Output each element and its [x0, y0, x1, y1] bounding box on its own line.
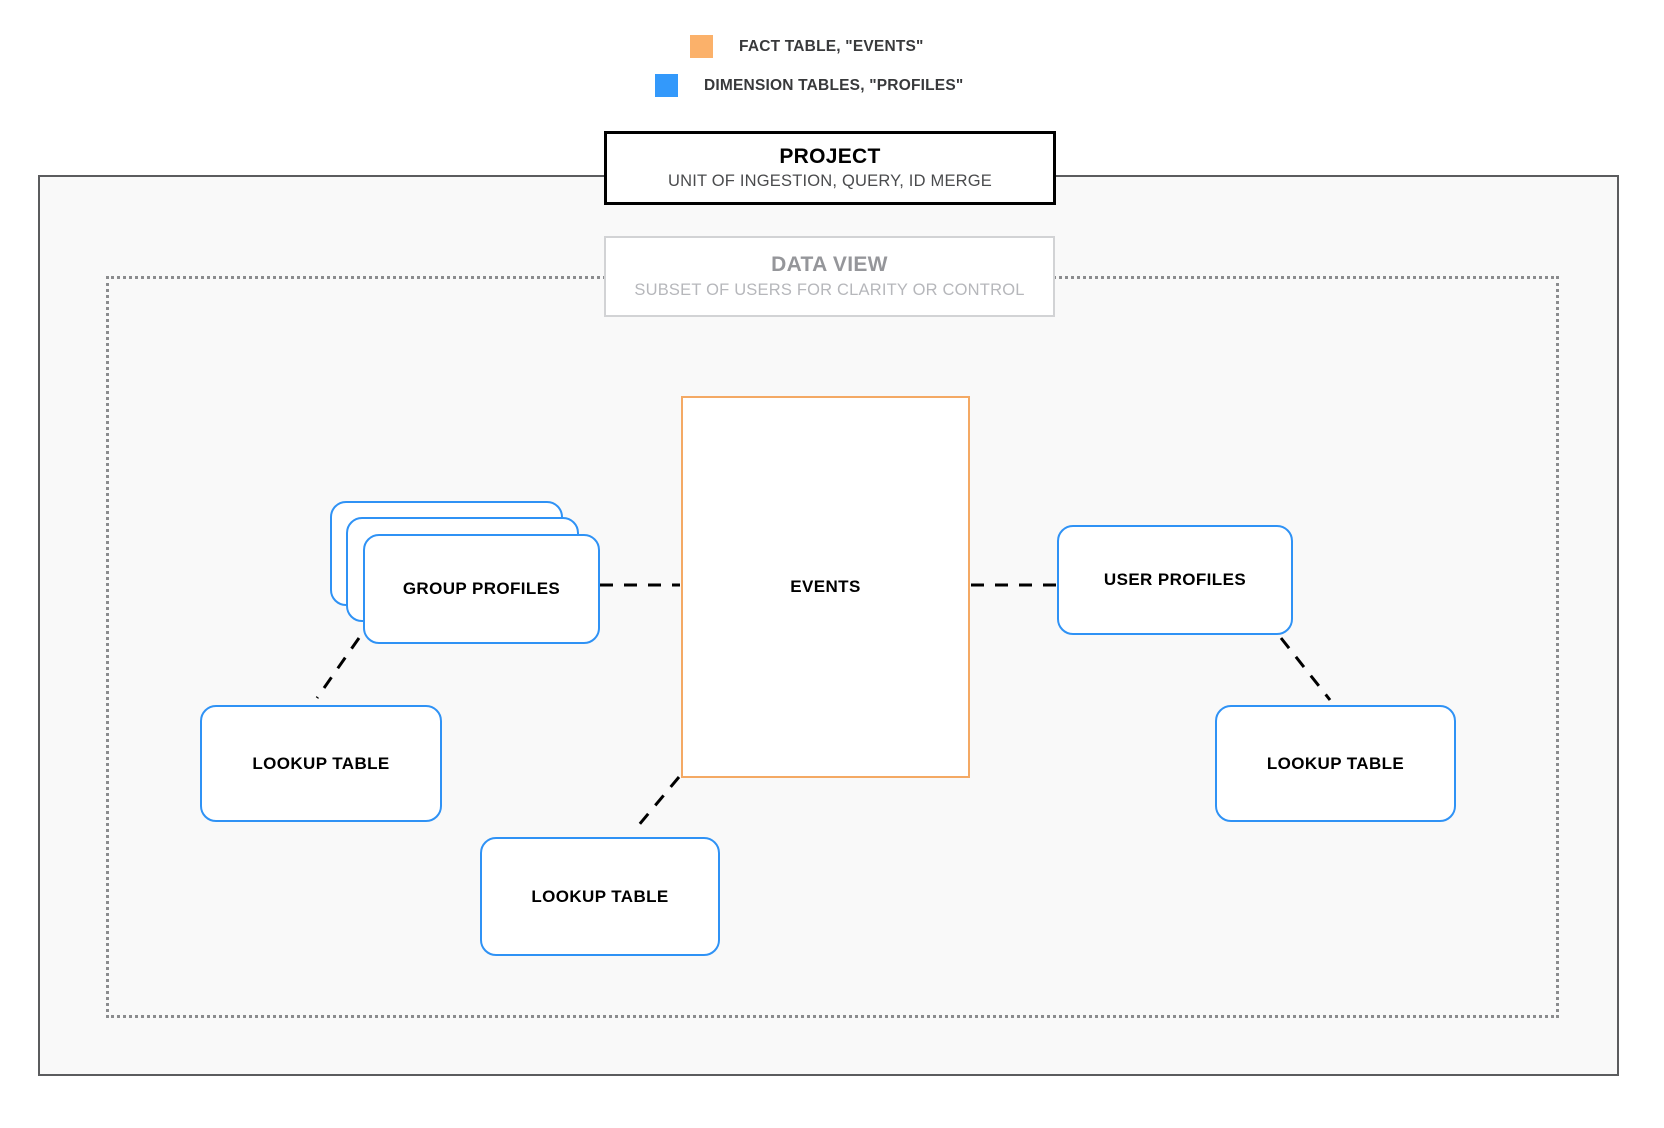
- legend-label-fact-table: FACT TABLE, "EVENTS": [739, 37, 924, 55]
- group-profiles-card[interactable]: GROUP PROFILES: [363, 534, 600, 644]
- data-view-label-box: DATA VIEW SUBSET OF USERS FOR CLARITY OR…: [604, 236, 1055, 317]
- legend-label-dimension-tables: DIMENSION TABLES, "PROFILES": [704, 76, 964, 94]
- events-label: EVENTS: [790, 577, 861, 596]
- user-profiles-card[interactable]: USER PROFILES: [1057, 525, 1293, 635]
- legend-item-dimension-tables: DIMENSION TABLES, "PROFILES": [655, 74, 963, 97]
- lookup-table-bottom-label: LOOKUP TABLE: [531, 886, 669, 906]
- lookup-table-right-card[interactable]: LOOKUP TABLE: [1215, 705, 1456, 822]
- lookup-table-left-card[interactable]: LOOKUP TABLE: [200, 705, 442, 822]
- legend-item-fact-table: FACT TABLE, "EVENTS": [690, 35, 924, 58]
- lookup-table-right-label: LOOKUP TABLE: [1266, 753, 1405, 773]
- dimension-tables-swatch-icon: [655, 74, 678, 97]
- data-view-title: DATA VIEW: [771, 253, 888, 276]
- fact-table-swatch-icon: [690, 35, 713, 58]
- lookup-table-bottom-card[interactable]: LOOKUP TABLE: [480, 837, 720, 956]
- project-label-box: PROJECT UNIT OF INGESTION, QUERY, ID MER…: [604, 131, 1056, 205]
- project-title: PROJECT: [779, 145, 881, 168]
- project-subtitle: UNIT OF INGESTION, QUERY, ID MERGE: [667, 172, 992, 190]
- user-profiles-label: USER PROFILES: [1103, 570, 1247, 589]
- group-profiles-label: GROUP PROFILES: [402, 579, 561, 598]
- lookup-table-left-label: LOOKUP TABLE: [252, 753, 390, 773]
- data-view-subtitle: SUBSET OF USERS FOR CLARITY OR CONTROL: [634, 281, 1025, 299]
- events-fact-table-box[interactable]: EVENTS: [681, 396, 970, 778]
- group-profiles-stack[interactable]: GROUP PROFILES: [330, 501, 600, 644]
